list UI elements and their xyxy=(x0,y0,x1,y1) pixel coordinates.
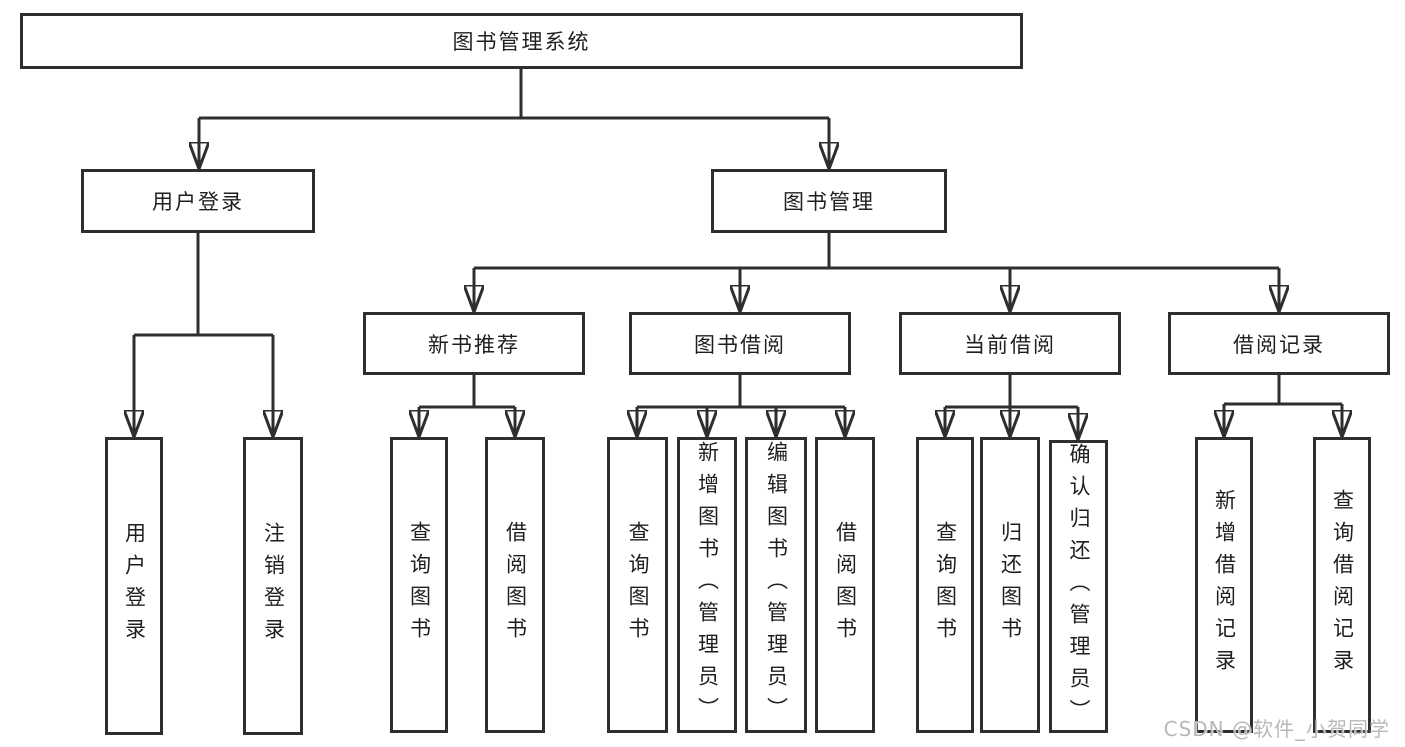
node-leaf-confirm-return-admin: 确认归还（管理员） xyxy=(1049,440,1108,733)
node-leaf-query-books-2: 查询图书 xyxy=(607,437,668,733)
node-leaf-return-books: 归还图书 xyxy=(980,437,1040,733)
node-leaf-query-books-3: 查询图书 xyxy=(916,437,974,733)
node-user-login: 用户登录 xyxy=(81,169,315,233)
node-book-management: 图书管理 xyxy=(711,169,947,233)
node-leaf-borrow-books-2: 借阅图书 xyxy=(815,437,875,733)
node-leaf-query-books-1: 查询图书 xyxy=(390,437,448,733)
node-book-borrow: 图书借阅 xyxy=(629,312,851,375)
node-leaf-logout: 注销登录 xyxy=(243,437,303,735)
node-borrow-records: 借阅记录 xyxy=(1168,312,1390,375)
node-leaf-user-login: 用户登录 xyxy=(105,437,163,735)
node-leaf-query-borrow-record: 查询借阅记录 xyxy=(1313,437,1371,733)
node-library-management-system: 图书管理系统 xyxy=(20,13,1023,69)
node-leaf-borrow-books-1: 借阅图书 xyxy=(485,437,545,733)
node-new-book-recommend: 新书推荐 xyxy=(363,312,585,375)
node-current-borrow: 当前借阅 xyxy=(899,312,1121,375)
csdn-watermark: CSDN @软件_小贺同学 xyxy=(1163,717,1390,741)
node-leaf-edit-book-admin: 编辑图书（管理员） xyxy=(745,437,807,733)
node-leaf-add-book-admin: 新增图书（管理员） xyxy=(677,437,737,733)
node-leaf-add-borrow-record: 新增借阅记录 xyxy=(1195,437,1253,733)
